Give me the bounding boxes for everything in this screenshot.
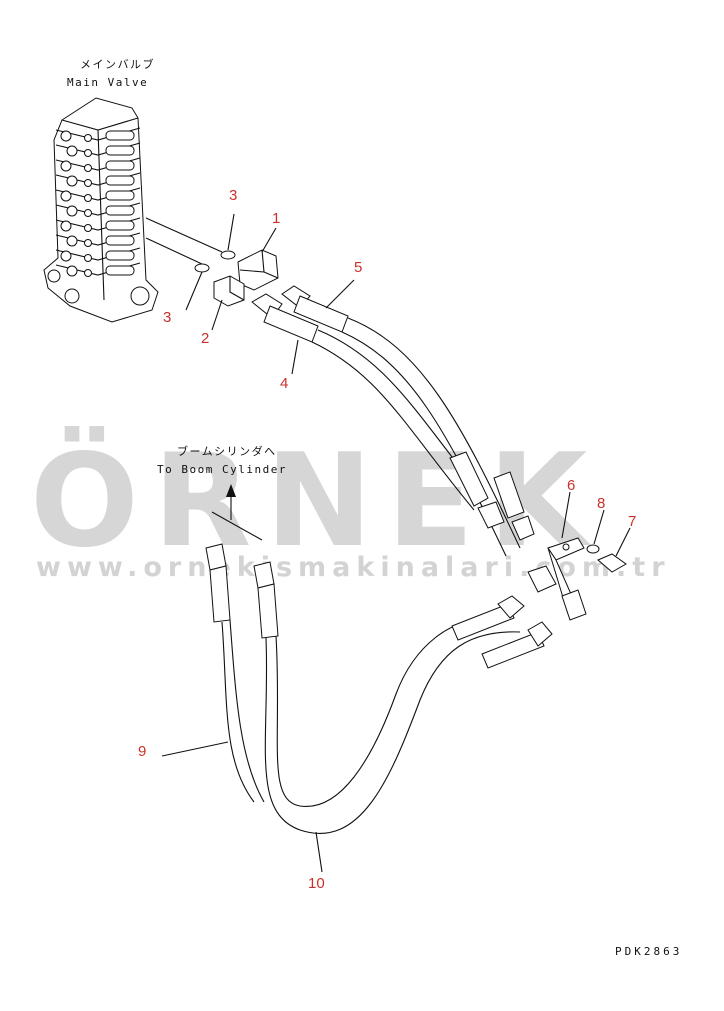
bracket-part-6 bbox=[527, 537, 587, 621]
label-2: 2 bbox=[201, 330, 209, 347]
fitting-part-2 bbox=[213, 275, 245, 307]
label-5: 5 bbox=[354, 259, 362, 276]
label-8: 8 bbox=[597, 495, 605, 512]
valve-section bbox=[55, 217, 141, 232]
hose-part-4 bbox=[251, 293, 505, 529]
hose-part-10 bbox=[253, 561, 553, 834]
label-1: 1 bbox=[272, 210, 280, 227]
boom-direction-arrow bbox=[226, 484, 236, 520]
valve-section bbox=[55, 232, 141, 247]
label-9: 9 bbox=[138, 743, 146, 760]
valve-section bbox=[55, 247, 141, 262]
label-6: 6 bbox=[567, 477, 575, 494]
watermark-url: www.ornekismakinalari.com.tr bbox=[36, 552, 671, 583]
label-4: 4 bbox=[280, 375, 288, 392]
drawing-code: PDK2863 bbox=[615, 945, 682, 958]
main-valve-caption-jp: メインバルブ bbox=[80, 57, 155, 71]
boom-cylinder-caption-jp: ブームシリンダへ bbox=[177, 444, 277, 458]
fitting-part-1 bbox=[237, 249, 279, 291]
valve-section bbox=[55, 127, 141, 142]
hose-part-9 bbox=[205, 511, 265, 803]
main-valve-caption-en: Main Valve bbox=[67, 76, 148, 89]
bolt-part-7 bbox=[597, 553, 627, 573]
main-valve-illustration bbox=[43, 97, 159, 323]
label-7: 7 bbox=[628, 513, 636, 530]
boom-cylinder-caption-en: To Boom Cylinder bbox=[157, 463, 287, 476]
valve-section bbox=[55, 187, 141, 202]
watermark-brand: ÖRNEK bbox=[30, 426, 601, 576]
label-3a: 3 bbox=[229, 187, 237, 204]
valve-section bbox=[55, 172, 141, 187]
o-ring-lower bbox=[194, 263, 210, 273]
o-ring-upper bbox=[220, 250, 236, 260]
valve-section bbox=[55, 142, 141, 157]
valve-section bbox=[55, 262, 141, 277]
washer-part-8 bbox=[586, 544, 600, 554]
watermark: ÖRNEK www.ornekismakinalari.com.tr bbox=[30, 426, 671, 583]
leader-lines bbox=[161, 213, 631, 873]
label-3b: 3 bbox=[163, 309, 171, 326]
valve-section bbox=[55, 157, 141, 172]
label-10: 10 bbox=[308, 875, 325, 892]
part-number-labels: 1 2 3 3 4 5 6 7 8 9 10 bbox=[138, 187, 636, 892]
valve-section bbox=[55, 202, 141, 217]
